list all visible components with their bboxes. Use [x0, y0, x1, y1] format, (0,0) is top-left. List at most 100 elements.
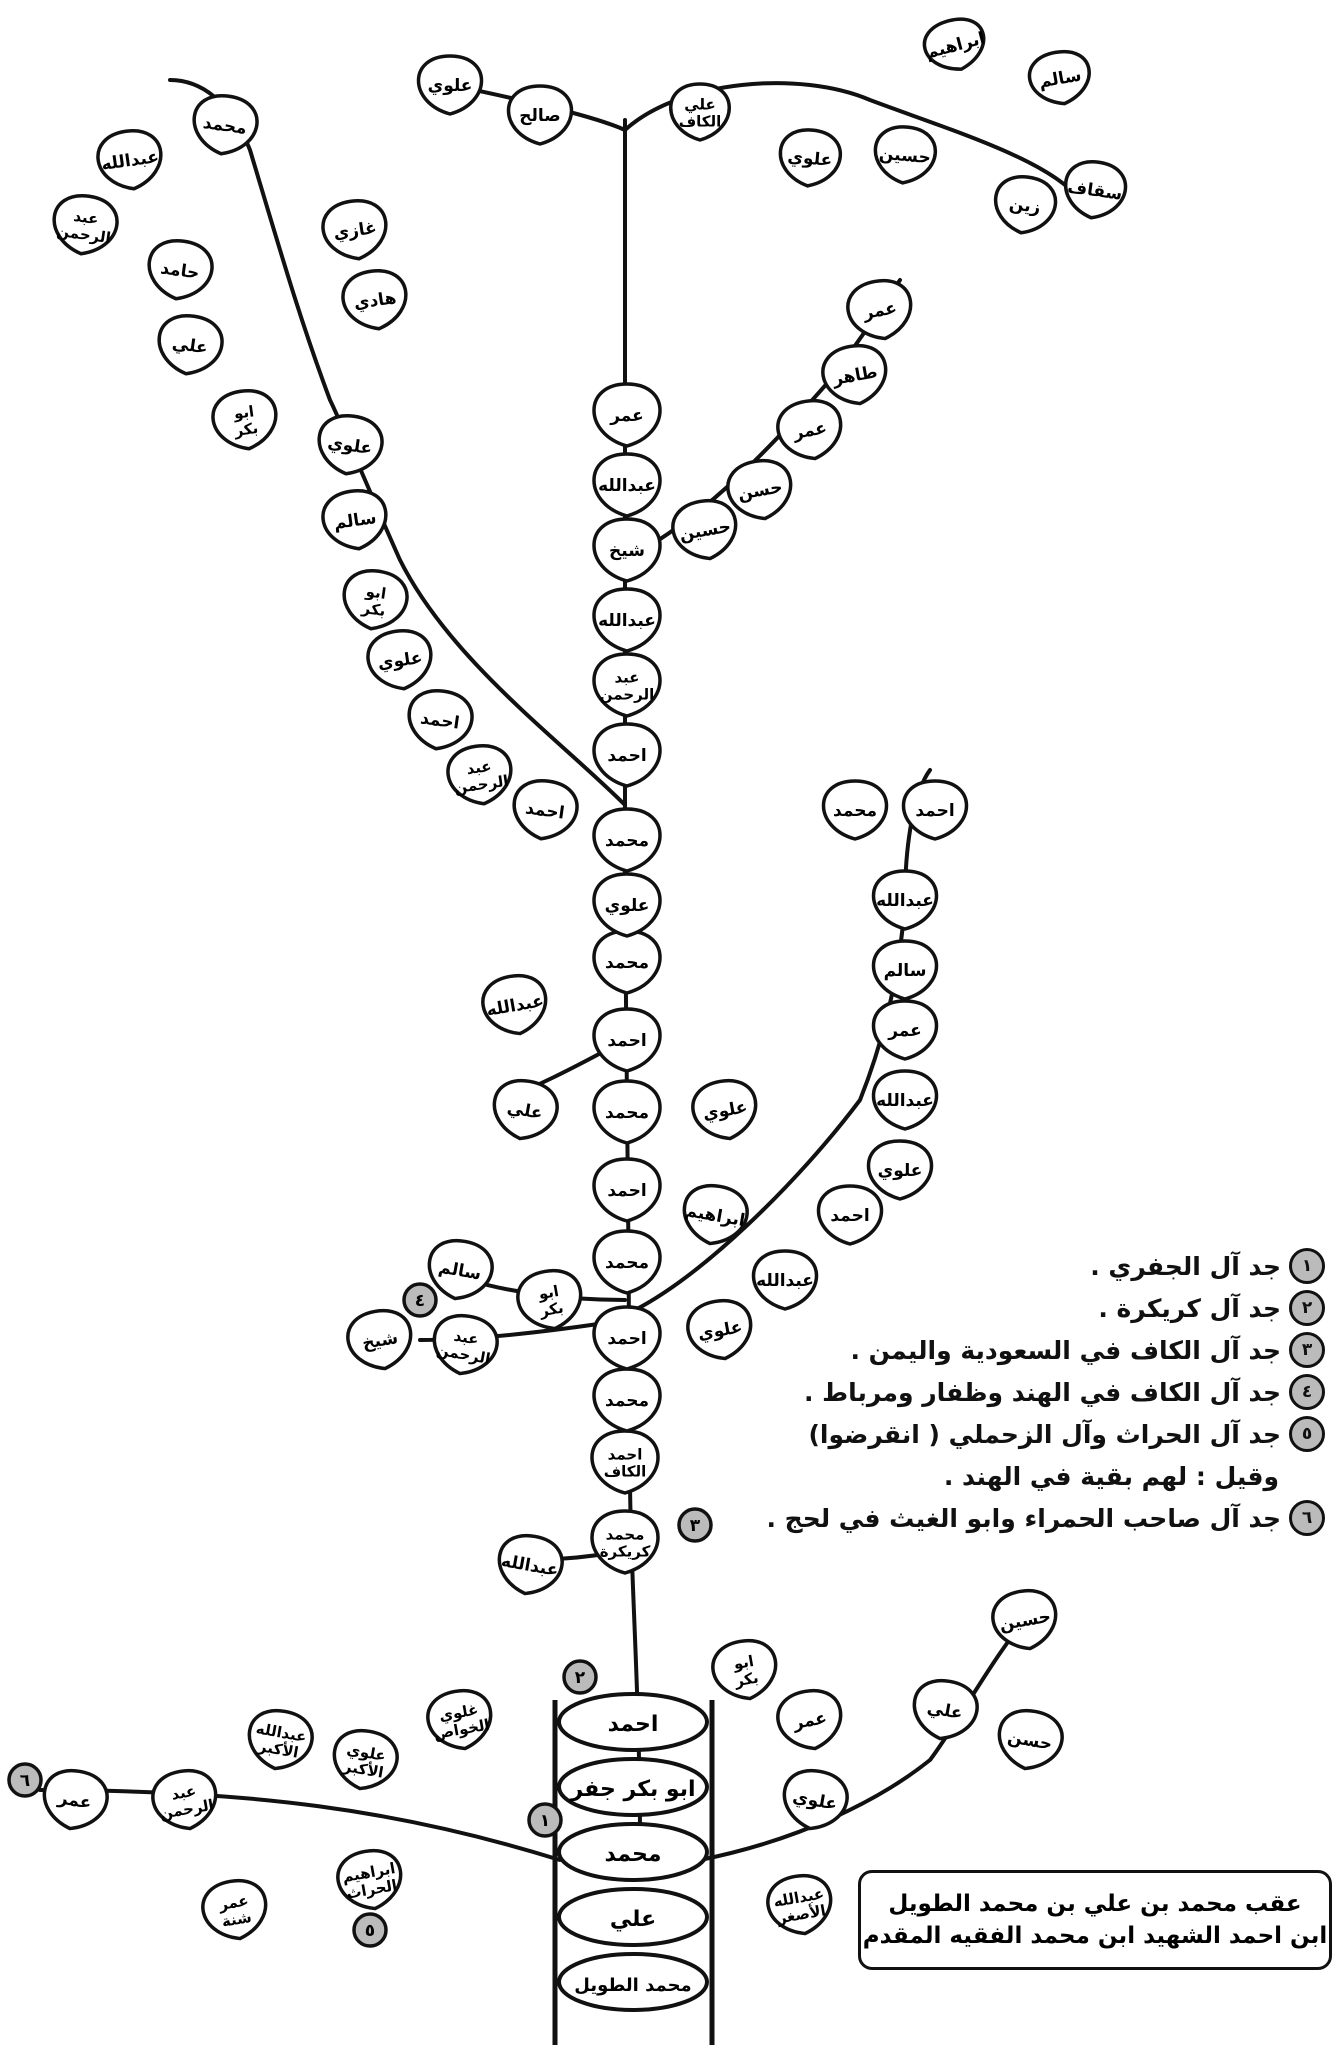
leaf-label: محمد: [606, 1526, 645, 1544]
svg-text:٤: ٤: [415, 1291, 425, 1311]
leaf-node: عبدالله: [754, 1251, 817, 1309]
leaf-node: ابراهيم: [679, 1181, 751, 1249]
trunk-segment-label: علي: [610, 1907, 656, 1932]
leaf-node: محمد: [594, 1369, 660, 1431]
legend-number: ٦: [1289, 1500, 1325, 1536]
leaf-node: حسن: [994, 1706, 1066, 1774]
trunk-segment-label: ابو بكر جفر: [569, 1777, 695, 1802]
number-marker: ١: [529, 1804, 561, 1836]
leaf-node: عمر: [774, 1686, 846, 1754]
svg-text:١: ١: [540, 1811, 550, 1831]
leaf-node: ابوبكر: [340, 567, 410, 633]
leaf-label: عبدالله: [598, 476, 656, 496]
leaf-node: علوي: [684, 1296, 756, 1364]
leaf-node: محمد: [824, 781, 887, 839]
legend-text: جد آل كريكرة .: [1098, 1294, 1281, 1323]
leaf-node: عبداللهالأصغر: [764, 1871, 836, 1939]
legend-number: ٢: [1289, 1290, 1325, 1326]
leaf-node: عبدالرحمن: [594, 654, 660, 716]
leaf-node: احمد: [819, 1186, 882, 1244]
leaf-node: عمر: [39, 1766, 111, 1834]
leaf-label: محمد: [605, 831, 649, 851]
leaf-label: احمد: [830, 1206, 869, 1226]
leaf-node: شيخ: [594, 519, 660, 581]
leaf-label: عمر: [887, 1021, 922, 1041]
leaf-label: عبدالله: [756, 1271, 814, 1291]
leaf-label: محمد: [605, 1103, 649, 1123]
leaf-node: عبدالله: [874, 1071, 937, 1129]
svg-text:٢: ٢: [575, 1668, 586, 1688]
leaf-label: عمر: [609, 406, 644, 426]
leaf-node: علويالأكبر: [329, 1726, 401, 1794]
leaf-node: عبدالرحمن: [429, 1311, 501, 1379]
leaf-node: حسين: [873, 124, 938, 185]
leaf-node: علي: [909, 1676, 981, 1744]
leaf-node: علوي: [365, 627, 435, 693]
caption-line-2: ابن احمد الشهيد ابن محمد الفقيه المقدم: [863, 1923, 1328, 1949]
legend-number: ٥: [1289, 1416, 1325, 1452]
leaf-node: محمد: [594, 1231, 660, 1293]
trunk-segment-label: احمد: [608, 1712, 659, 1737]
leaf-node: عمر: [774, 396, 846, 464]
leaf-node: عبدالرحمن: [50, 192, 120, 258]
leaf-node: احمد: [510, 777, 580, 843]
leaf-node: ابوبكر: [210, 387, 280, 453]
legend-text: جد آل الكاف في السعودية واليمن .: [850, 1336, 1281, 1365]
leaf-label: عبدالله: [876, 891, 934, 911]
leaf-node: احمد: [594, 1009, 660, 1071]
leaf-node: غلويالخواص: [424, 1686, 496, 1754]
leaf-node: عبدالرحمن: [149, 1766, 221, 1834]
leaf-node: عمر: [874, 1001, 937, 1059]
leaf-node: محمد: [594, 809, 660, 871]
leaf-node: علوي: [778, 127, 843, 188]
leaf-node: عبدالرحمن: [445, 742, 515, 808]
number-marker: ٢: [564, 1661, 596, 1693]
legend-text: جد آل الحراث وآل الزحملي ( انقرضوا): [809, 1420, 1282, 1449]
legend-number: ١: [1289, 1248, 1325, 1284]
leaf-node: عمر: [594, 384, 660, 446]
leaf-node: علوي: [315, 412, 385, 478]
svg-text:٣: ٣: [690, 1516, 701, 1536]
leaf-node: احمد: [904, 781, 967, 839]
leaf-label: علي: [684, 96, 716, 114]
caption-line-1: عقب محمد بن علي بن محمد الطويل: [888, 1891, 1301, 1917]
leaf-label: احمد: [608, 1446, 643, 1464]
leaf-node: شيخ: [344, 1306, 416, 1374]
leaf-label: علوي: [605, 896, 650, 916]
svg-text:٦: ٦: [20, 1771, 30, 1791]
leaf-node: علي: [489, 1076, 561, 1144]
leaf-node: ابراهيم: [919, 13, 991, 77]
trunk-segment-label: محمد: [605, 1842, 662, 1867]
leaf-label: عبدالله: [876, 1091, 934, 1111]
leaf-label: شيخ: [609, 541, 645, 561]
leaf-label: احمد: [607, 1329, 646, 1349]
leaf-node: عبدالله: [594, 589, 660, 651]
number-marker: ٤: [404, 1284, 436, 1316]
leaf-node: عبدالله: [95, 127, 165, 193]
leaf-node: عبدالله: [494, 1531, 566, 1599]
legend-number: ٤: [1289, 1374, 1325, 1410]
leaf-node: زين: [991, 173, 1058, 237]
leaf-label: عبدالله: [598, 611, 656, 631]
leaf-node: علوي: [594, 874, 660, 936]
leaf-node: احمد: [594, 1307, 660, 1369]
leaf-label: احمد: [607, 1181, 646, 1201]
legend-row: ٤جد آل الكاف في الهند وظفار ومرباط .: [820, 1371, 1325, 1413]
leaf-label: علوي: [878, 1161, 923, 1181]
leaf-node: علوي: [779, 1766, 851, 1834]
leaf-node: غازي: [320, 197, 390, 263]
leaf-node: علي: [155, 312, 225, 378]
leaf-node: علوي: [689, 1076, 761, 1144]
legend-text: وقيل : لهم بقية في الهند .: [944, 1462, 1279, 1491]
leaf-label: عبد: [614, 669, 639, 687]
leaf-node: عبدالله: [594, 454, 660, 516]
leaf-label: محمد: [605, 1391, 649, 1411]
leaf-label: علوي: [428, 76, 473, 96]
svg-text:٥: ٥: [365, 1921, 375, 1941]
leaf-node: محمد: [594, 931, 660, 993]
